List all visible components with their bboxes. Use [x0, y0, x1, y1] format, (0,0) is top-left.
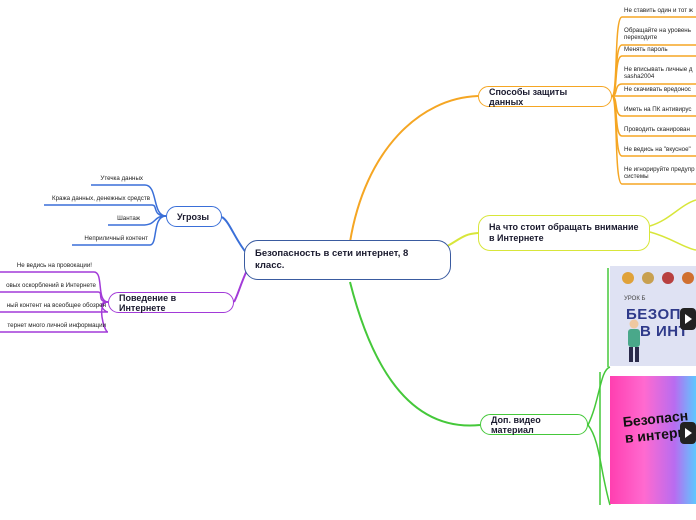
- play-icon[interactable]: [680, 308, 696, 330]
- root-node-label: Безопасность в сети интернет, 8 класс.: [255, 248, 409, 271]
- video-connector: [587, 424, 611, 506]
- person-illustration: [628, 319, 640, 362]
- branch-node-behavior[interactable]: Поведение в Интернете: [108, 292, 234, 313]
- protection-leaf-text: Не скачивать вредонос: [624, 86, 691, 93]
- protection-leaf-text-line2: переходите: [624, 34, 658, 42]
- behavior-leaf-item[interactable]: овых оскорблений в Интернете: [6, 282, 96, 289]
- protection-leaf-text: Обращайте на уровень: [624, 27, 691, 34]
- branch-node-behavior-label: Поведение в Интернете: [119, 292, 177, 313]
- branch-node-video[interactable]: Доп. видео материал: [480, 414, 588, 435]
- behavior-leaf-connector: [0, 291, 109, 303]
- branch-line-protection: [349, 95, 479, 243]
- branch-node-video-label: Доп. видео материал: [491, 414, 541, 435]
- protection-leaf-text-line2: sasha2004: [624, 73, 655, 81]
- threats-leaf-connectors: [44, 184, 167, 246]
- protection-leaf-item[interactable]: Иметь на ПК антивирус: [624, 106, 691, 113]
- root-node[interactable]: Безопасность в сети интернет, 8 класс.: [244, 240, 451, 280]
- protection-leaf-text: Менять пароль: [624, 46, 668, 53]
- threats-leaf-item[interactable]: Шантаж: [117, 215, 140, 222]
- protection-leaf-connectors: [611, 16, 696, 185]
- protection-leaf-text: Проводить сканирован: [624, 126, 690, 133]
- threats-leaf-connector: [44, 204, 167, 217]
- behavior-leaf-item[interactable]: Не ведись на провокации!: [16, 262, 92, 269]
- behavior-leaf-connector: [0, 271, 109, 303]
- branch-node-protection-label: Способы защиты данных: [489, 86, 568, 107]
- branch-node-protection[interactable]: Способы защиты данных: [478, 86, 612, 107]
- protection-leaf-text: Не вписывать личные д: [624, 66, 693, 73]
- thumb1-caption: УРОК Б: [624, 296, 646, 302]
- threats-leaf-item[interactable]: Утечка данных: [100, 175, 143, 182]
- protection-leaf-item[interactable]: Проводить сканирован: [624, 126, 690, 133]
- video-thumbnail-1[interactable]: УРОК Б БЕЗОП В ИНТ: [610, 266, 696, 366]
- branch-node-attention[interactable]: На что стоит обращать внимание в Интерне…: [478, 215, 650, 251]
- behavior-leaf-connector: [0, 301, 109, 333]
- video-connector: [587, 366, 611, 426]
- play-icon[interactable]: [680, 422, 696, 444]
- threats-leaf-connector: [91, 184, 167, 217]
- threats-leaf-item[interactable]: Кража данных, денежных средств: [52, 195, 150, 202]
- protection-leaf-connector: [611, 95, 696, 185]
- protection-leaf-text: Не ставить один и тот ж: [624, 7, 693, 14]
- thumb1-title-line1: БЕЗОП: [626, 306, 681, 323]
- video-thumbnail-2[interactable]: Безопасн в интерн: [610, 376, 696, 504]
- threats-leaf-connector: [72, 215, 167, 246]
- protection-leaf-text: Не игнорируйте предупр: [624, 166, 695, 173]
- attention-connector-stub: [649, 231, 696, 251]
- protection-leaf-text: Иметь на ПК антивирус: [624, 106, 692, 113]
- protection-leaf-item[interactable]: Не ведись на "вкусное": [624, 146, 691, 153]
- branch-node-threats-label: Угрозы: [177, 211, 210, 222]
- behavior-leaf-item[interactable]: ный контент на всеобщее обозрен: [6, 302, 106, 309]
- protection-leaf-text-line2: системы: [624, 173, 649, 181]
- branch-line-video: [349, 281, 481, 427]
- protection-leaf-item[interactable]: Не скачивать вредонос: [624, 86, 691, 93]
- protection-leaf-item[interactable]: Менять пароль: [624, 46, 668, 53]
- branch-node-attention-label: На что стоит обращать внимание в Интерне…: [489, 222, 639, 243]
- branch-node-threats[interactable]: Угрозы: [166, 206, 222, 227]
- behavior-leaf-item[interactable]: тернет много личной информации: [7, 322, 106, 329]
- badge-icon-row: [622, 272, 694, 284]
- threats-leaf-item[interactable]: Неприличный контент: [84, 235, 148, 242]
- behavior-leaf-connectors: [0, 271, 109, 333]
- thumb1-title-line2: В ИНТ: [640, 323, 689, 340]
- attention-connector-stub: [649, 199, 696, 227]
- protection-leaf-text: Не ведись на "вкусное": [624, 146, 691, 153]
- protection-leaf-item[interactable]: Не ставить один и тот ж: [624, 7, 693, 14]
